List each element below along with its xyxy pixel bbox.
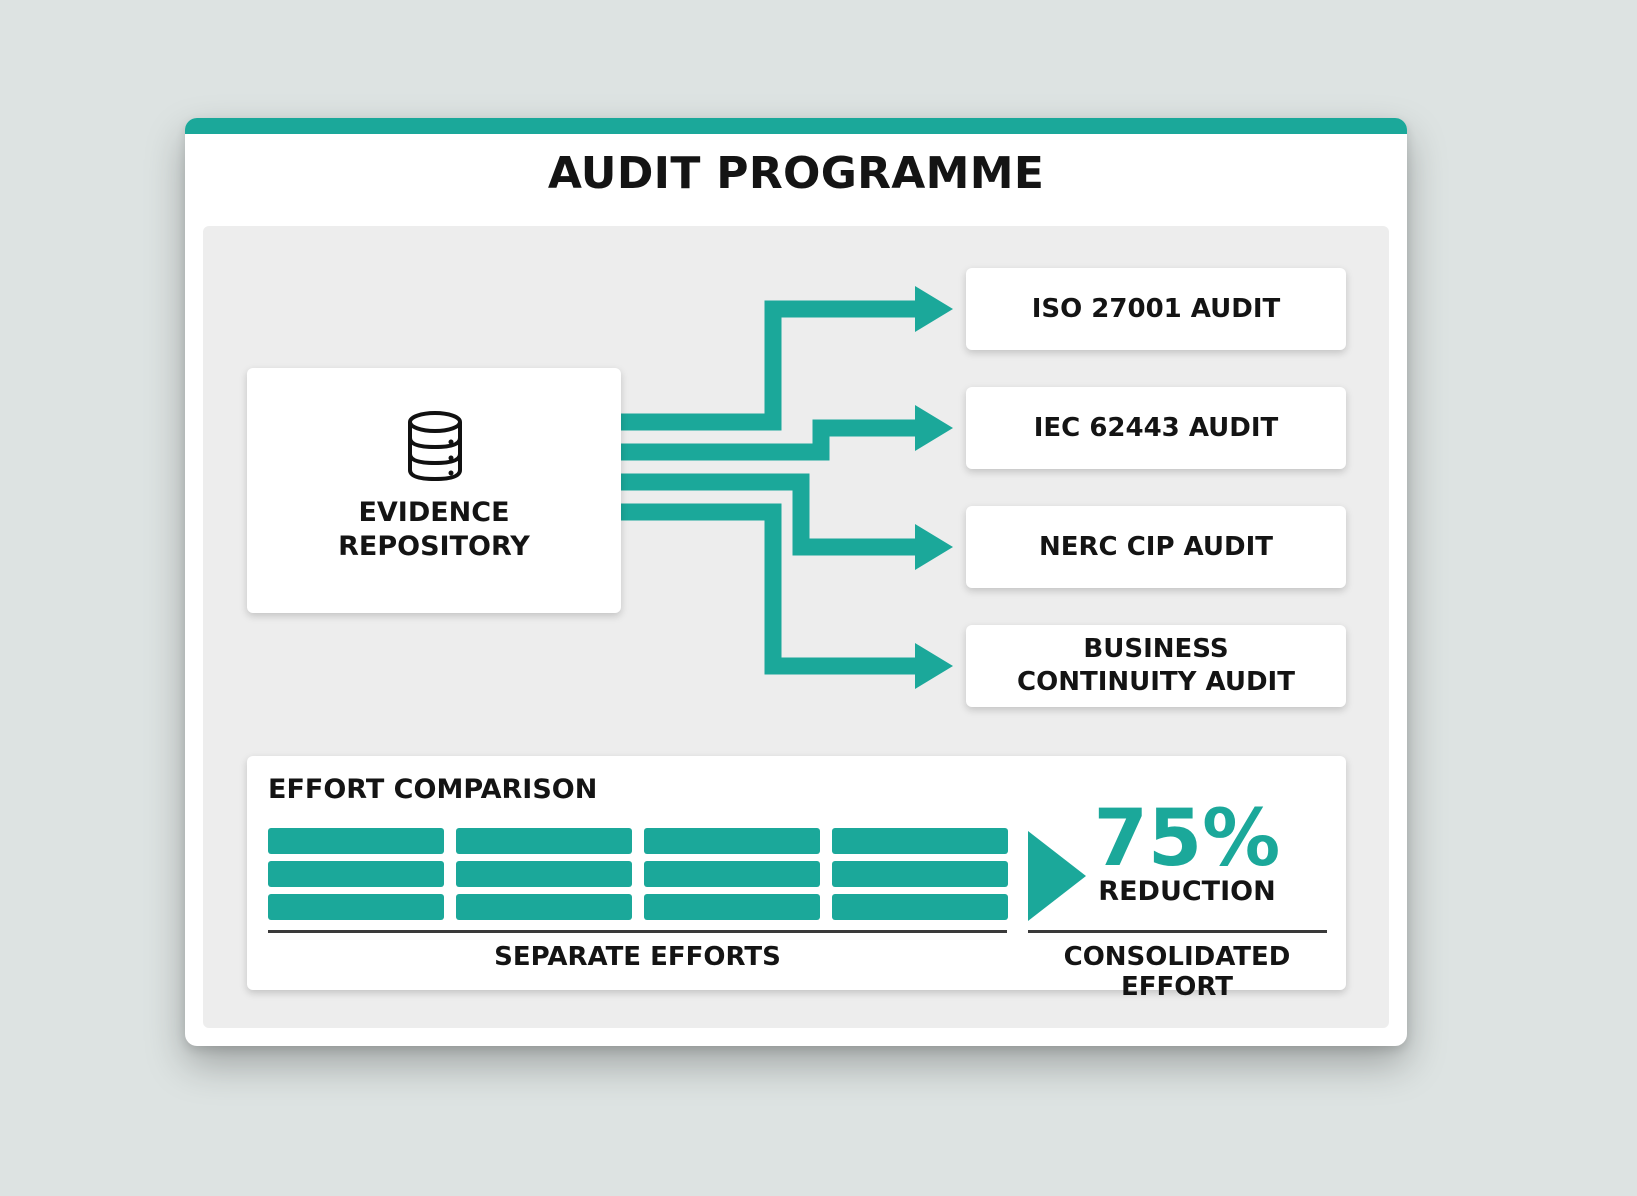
evidence-repository-box: EVIDENCE REPOSITORY (247, 368, 621, 613)
effort-block (456, 894, 632, 920)
audit-label: IEC 62443 AUDIT (1033, 412, 1279, 443)
repository-label-line1: EVIDENCE (358, 497, 510, 528)
connector-iso27001 (621, 300, 923, 431)
reduction-label: REDUCTION (1098, 876, 1276, 907)
arrowhead-nerccip (915, 524, 953, 570)
diagram-panel: EVIDENCE REPOSITORY ISO 27001 AUDIT IEC … (203, 226, 1389, 1028)
effort-comparison-box: EFFORT COMPARISON SEPARATE EFFORTS 75% R… (247, 756, 1346, 1002)
effort-block (456, 828, 632, 854)
consolidated-effort-rule (1028, 930, 1327, 933)
arrowhead-iec62443 (915, 405, 953, 451)
audit-box-nerccip: NERC CIP AUDIT (966, 506, 1346, 588)
effort-block (268, 894, 444, 920)
audit-box-iec62443: IEC 62443 AUDIT (966, 387, 1346, 469)
reduction-percentage: 75% (1093, 794, 1281, 884)
audit-box-iso27001: ISO 27001 AUDIT (966, 268, 1346, 350)
effort-comparison-title: EFFORT COMPARISON (268, 774, 598, 805)
card-accent-bar (185, 118, 1407, 134)
connector-nerccip (621, 473, 923, 556)
effort-block (832, 894, 1008, 920)
audit-programme-card: AUDIT PROGRAMME (185, 118, 1407, 1046)
audit-label: ISO 27001 AUDIT (1031, 293, 1281, 324)
audit-box-business-continuity: BUSINESS CONTINUITY AUDIT (966, 625, 1346, 707)
database-icon (408, 411, 462, 482)
separate-efforts-label: SEPARATE EFFORTS (494, 942, 781, 972)
effort-block (644, 861, 820, 887)
effort-block (832, 861, 1008, 887)
play-triangle-icon (1028, 831, 1086, 921)
effort-block (644, 828, 820, 854)
page-title: AUDIT PROGRAMME (547, 148, 1045, 199)
arrowhead-iso27001 (915, 286, 953, 332)
separate-efforts-rule (268, 930, 1007, 933)
separate-effort-blocks (268, 828, 1008, 924)
connector-iec62443 (621, 419, 923, 461)
effort-block (268, 861, 444, 887)
effort-block (644, 894, 820, 920)
repository-label-line2: REPOSITORY (338, 531, 530, 562)
connector-business-continuity (621, 503, 923, 675)
effort-block (456, 861, 632, 887)
repository-label: EVIDENCE REPOSITORY (247, 496, 621, 564)
audit-label: NERC CIP AUDIT (1039, 531, 1273, 562)
effort-block (268, 828, 444, 854)
effort-block (832, 828, 1008, 854)
audit-label: BUSINESS CONTINUITY AUDIT (1017, 634, 1295, 697)
arrowhead-business-continuity (915, 643, 953, 689)
consolidated-effort-label: CONSOLIDATED EFFORT (1063, 942, 1291, 1002)
